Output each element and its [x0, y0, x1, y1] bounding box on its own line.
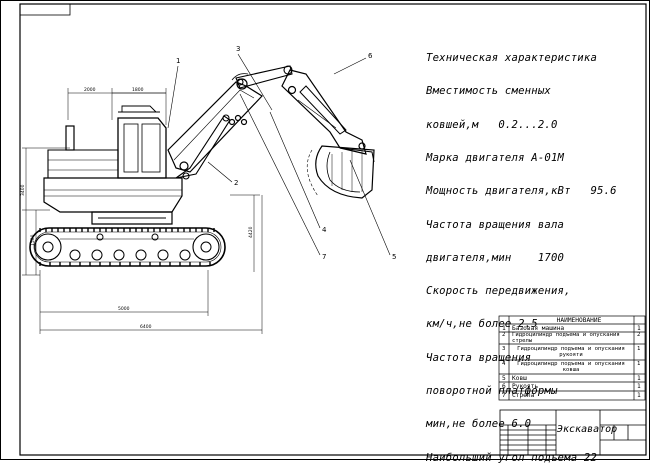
dim-3400: 3400: [20, 184, 26, 196]
part-number: 6: [502, 383, 506, 390]
bucket-cylinder: [299, 85, 347, 135]
part-number: 4: [502, 361, 506, 367]
part-name: Гидроцилиндр подъема и опускания ковша: [517, 361, 625, 373]
spec-line: км/ч,не более 2.5: [426, 318, 538, 331]
left-dimensions: [22, 147, 260, 276]
callout-1: 1: [176, 57, 180, 65]
parts-table-header: НАИМЕНОВАНИЕ: [556, 317, 602, 324]
spec-line: Частота вращения вала: [426, 218, 565, 231]
part-qty: 2: [637, 332, 641, 338]
boom-cylinder: [175, 114, 231, 180]
part-name: Базовая машина: [512, 325, 565, 332]
drawing-title: Экскаватор: [557, 424, 618, 435]
parts-table-grid: [498, 315, 646, 401]
boom: [167, 78, 263, 173]
part-name: Ковш: [512, 375, 527, 382]
excavator-drawing: [22, 53, 391, 334]
dim-5000: 5000: [118, 306, 130, 312]
part-name: Рукоять: [512, 383, 539, 390]
spec-line: двигателя,мин 1700: [426, 251, 565, 264]
part-number: 2: [502, 332, 506, 338]
part-qty: 1: [637, 346, 641, 352]
spec-line: Марка двигателя А-01М: [426, 152, 565, 165]
dim-4420: 4420: [248, 226, 254, 238]
technical-specs: Техническая характеристика Вместимость с…: [426, 31, 646, 475]
part-qty: 1: [637, 383, 641, 390]
bottom-dimensions: [39, 195, 263, 334]
part-qty: 1: [637, 375, 641, 382]
stick: [281, 69, 367, 155]
part-number: 1: [502, 325, 506, 332]
spec-line: Техническая характеристика: [426, 52, 598, 65]
spec-line: Наибольший угол подъема 22: [426, 451, 598, 464]
drawing-sheet: 1 2 3 4 5 6 7 2000 1800 3400 1500 4420 5…: [0, 0, 650, 460]
part-number: 7: [502, 392, 506, 399]
inner-frame: [19, 3, 647, 456]
track-treads: [39, 228, 215, 266]
upper-structure: [43, 105, 183, 213]
callout-3: 3: [236, 45, 240, 53]
spec-line: Мощность двигателя,кВт 95.6: [426, 185, 617, 198]
callout-5: 5: [392, 253, 396, 261]
bucket: [306, 145, 375, 199]
spec-line: Частота вращения: [426, 351, 532, 364]
spec-line: мин,не более 6.0: [426, 418, 532, 431]
top-dimensions: [67, 88, 167, 125]
title-block: [499, 409, 647, 456]
corner-box: [19, 3, 71, 16]
spec-line: поворотной платформы: [426, 385, 558, 397]
part-qty: 1: [637, 361, 641, 367]
callout-6: 6: [368, 52, 373, 60]
spec-line: Вместимость сменных: [426, 85, 551, 98]
callout-4: 4: [322, 226, 327, 234]
spec-line: Скорость передвижения,: [426, 285, 571, 298]
part-qty: 1: [637, 325, 641, 332]
spec-line: ковшей,м 0.2...2.0: [426, 118, 558, 131]
dim-2000: 2000: [84, 87, 96, 93]
part-name: Гидроцилиндр подъема и опускания стрелы: [512, 332, 620, 344]
part-qty: 1: [637, 392, 641, 399]
dim-1500: 1500: [30, 234, 36, 246]
part-number: 3: [502, 346, 506, 352]
part-name: Стрела: [512, 392, 535, 399]
part-number: 5: [502, 375, 506, 382]
callout-leaders: [167, 53, 391, 256]
callout-2: 2: [234, 179, 238, 187]
part-name: Гидроцилиндр подъема и опускания рукояти: [517, 346, 625, 358]
callout-numbers: 1 2 3 4 5 6 7: [176, 45, 396, 261]
crawler-track: [29, 227, 226, 267]
callout-7: 7: [322, 253, 326, 261]
dimension-labels: 2000 1800 3400 1500 4420 5000 6400: [20, 87, 254, 330]
dim-6400: 6400: [140, 324, 152, 330]
dim-1800: 1800: [132, 87, 144, 93]
